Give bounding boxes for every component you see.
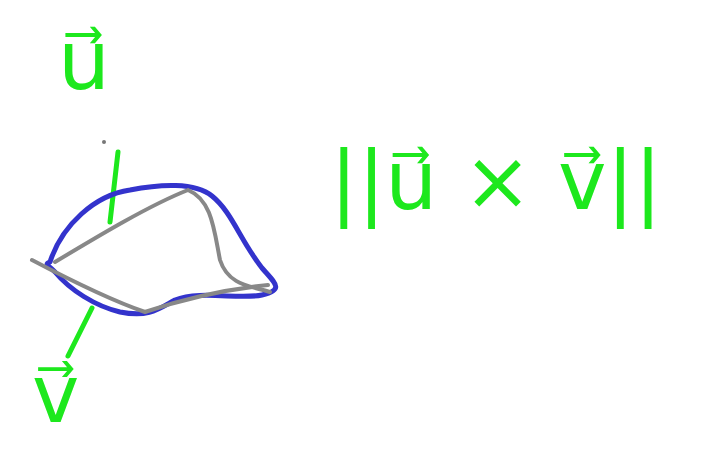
parallelogram-edge [55,190,270,292]
vector-v-label: v⃗ [32,355,79,435]
dot [102,140,106,144]
cross-product-norm: ||u⃗ × v⃗|| [330,140,662,222]
surface-outline [47,185,276,313]
parallelogram-edge [32,260,268,312]
vector-u-stroke [110,152,118,222]
vector-u-label: u⃗ [58,20,110,102]
vector-v-stroke [68,308,92,356]
